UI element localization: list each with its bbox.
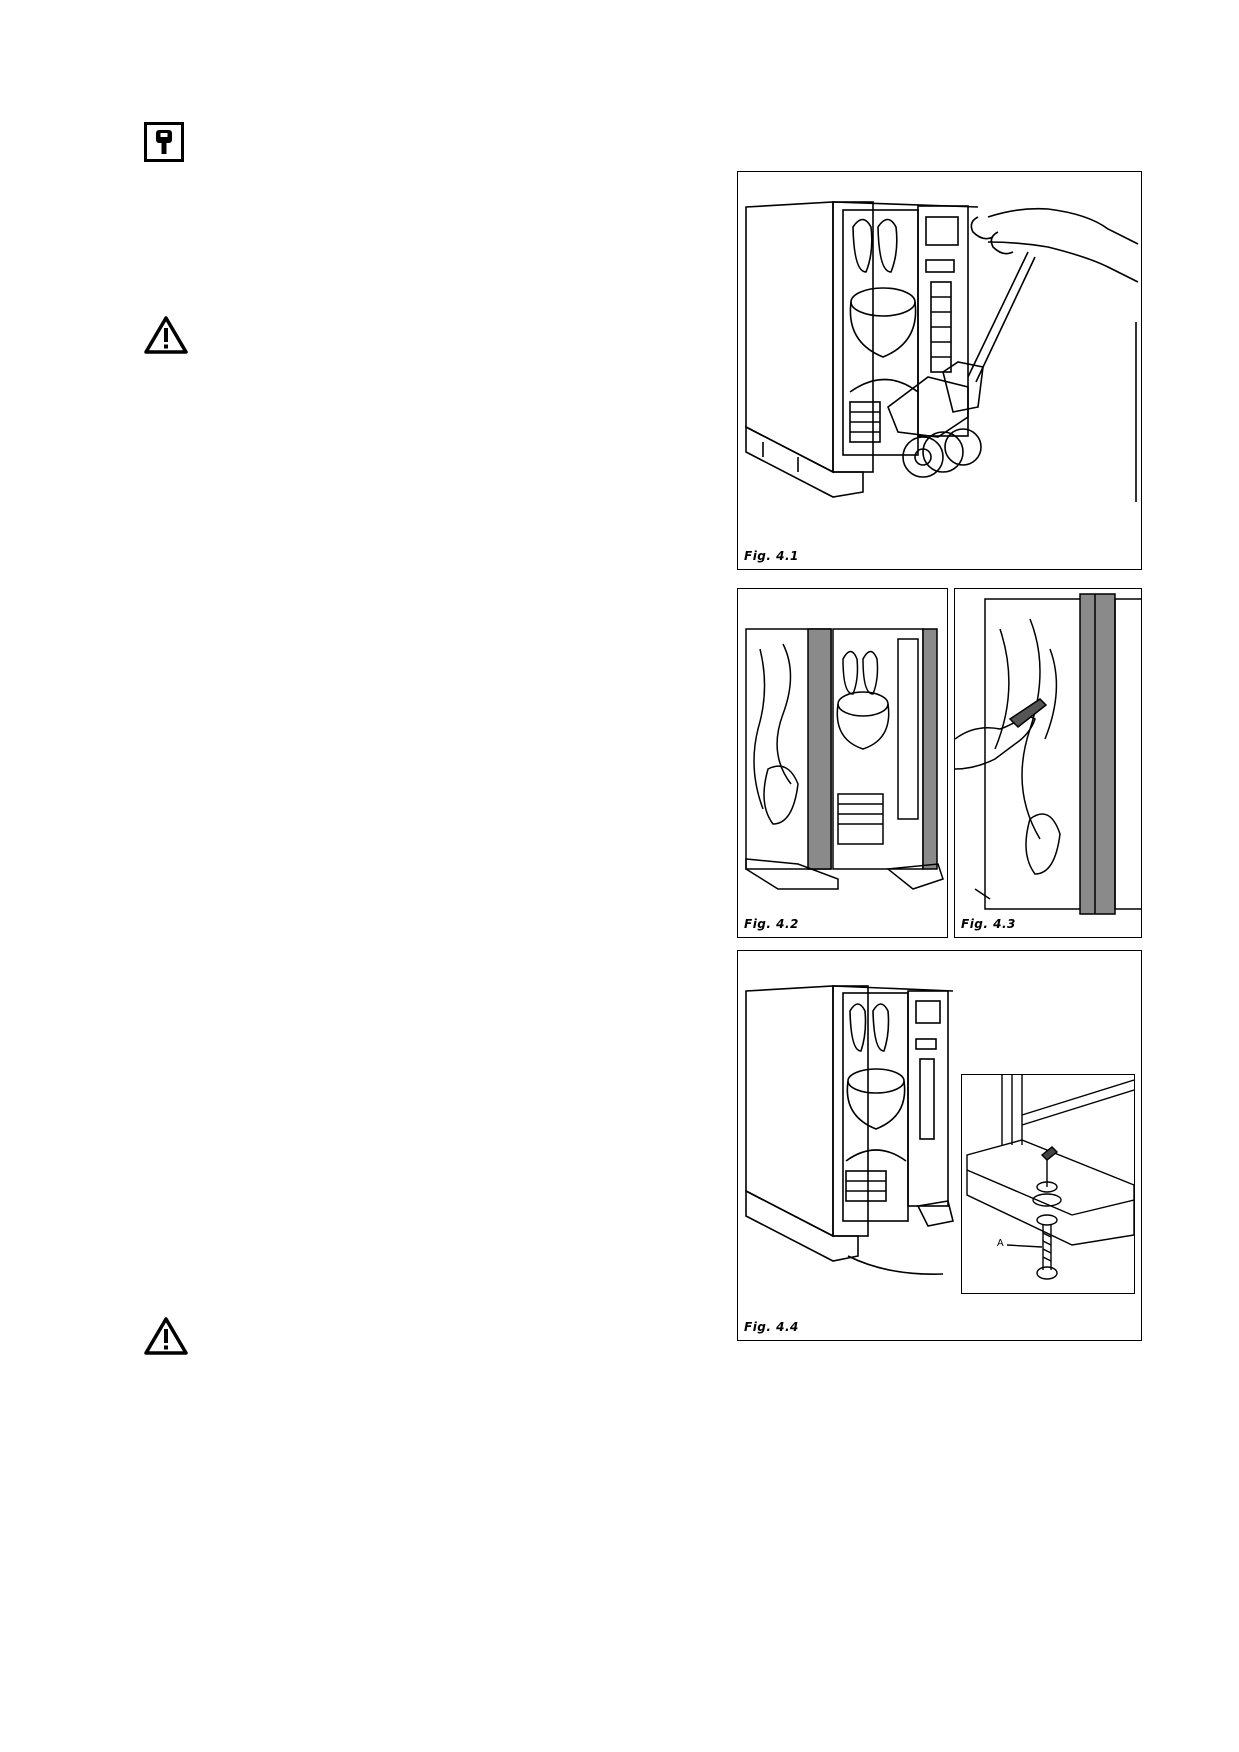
figure-4-4: A Fig. 4.4 (737, 950, 1142, 1341)
figure-4-3: Fig. 4.3 (954, 588, 1142, 938)
figure-caption: Fig. 4.4 (744, 1320, 799, 1334)
figure-caption: Fig. 4.3 (961, 917, 1016, 931)
figure-4-2: Fig. 4.2 (737, 588, 948, 938)
figure-4-2-illustration (745, 628, 944, 890)
figure-4-3-illustration (955, 593, 1141, 915)
label-a: A (997, 1238, 1004, 1249)
warning-triangle-icon (143, 1316, 189, 1356)
figure-caption: Fig. 4.1 (744, 549, 799, 563)
key-tool-icon (144, 122, 184, 162)
figure-4-4-illustration (745, 985, 954, 1275)
figure-4-1-illustration (745, 201, 1139, 502)
foot-detail-illustration (966, 1075, 1134, 1280)
figure-4-1: Fig. 4.1 (737, 171, 1142, 570)
warning-triangle-icon (143, 315, 189, 355)
figure-caption: Fig. 4.2 (744, 917, 799, 931)
detail-inset: A (961, 1074, 1135, 1294)
